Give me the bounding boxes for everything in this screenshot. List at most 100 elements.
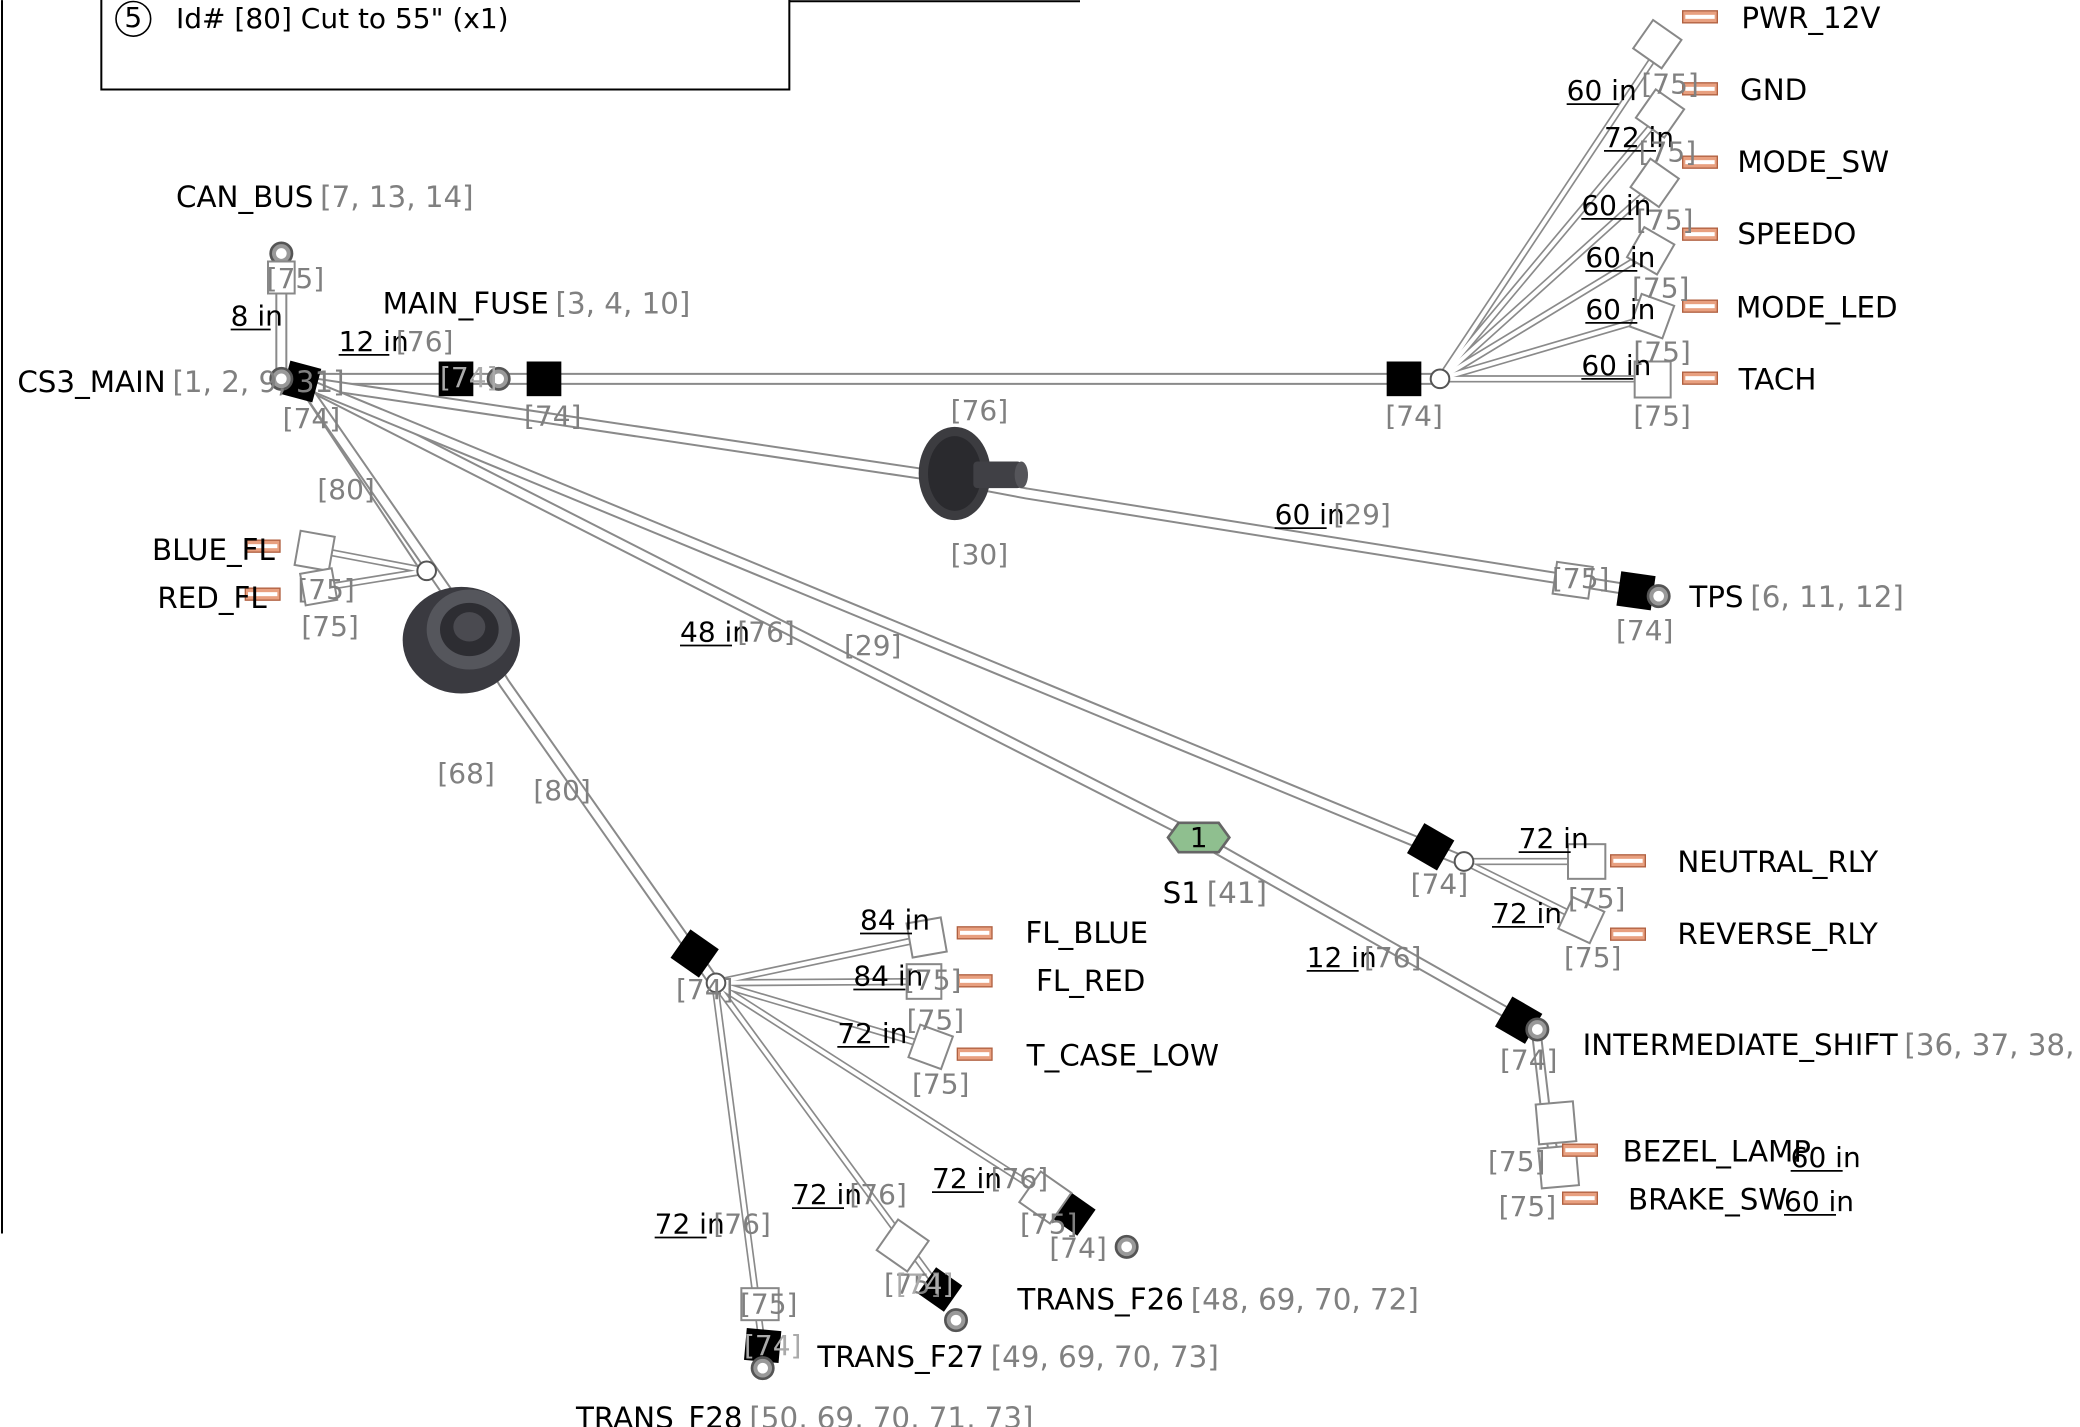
tag-gnd-75: [75] bbox=[1641, 68, 1698, 101]
tag-neutral-75: [75] bbox=[1568, 882, 1625, 915]
tag-redfl-75a: [75] bbox=[297, 573, 354, 606]
s1-splice-icon: 1 bbox=[1166, 821, 1231, 854]
tag-tach-top-75: [75] bbox=[1633, 336, 1690, 369]
length-labels: 8 in 12 in 60 in 72 in 60 in 60 in 60 in… bbox=[230, 74, 1861, 1241]
svg-text:72 in: 72 in bbox=[792, 1178, 862, 1211]
len-84in-blue: 84 in bbox=[860, 904, 930, 937]
reverse-rly-label: REVERSE_RLY bbox=[1677, 917, 1878, 951]
lower-block bbox=[670, 929, 719, 978]
copper-pins bbox=[244, 10, 1718, 1205]
tag-can-bus-75: [75] bbox=[267, 262, 324, 295]
tag-tps-29: [29] bbox=[1333, 498, 1390, 531]
junction-trunk-end bbox=[1429, 368, 1451, 390]
tag-shift-74: [74] bbox=[1500, 1044, 1557, 1077]
svg-text:60 in: 60 in bbox=[1275, 498, 1345, 531]
len-72in-tcase: 72 in bbox=[837, 1017, 907, 1050]
note-number: 5 bbox=[124, 1, 142, 34]
trans-f28-block bbox=[744, 1328, 782, 1363]
tag-tcase-75: [75] bbox=[912, 1068, 969, 1101]
trans-f26-box bbox=[1017, 1170, 1073, 1225]
len-60in-speedo: 60 in bbox=[1581, 189, 1651, 222]
svg-text:60 in: 60 in bbox=[1567, 74, 1637, 107]
svg-text:12 in: 12 in bbox=[1307, 941, 1377, 974]
tag-flred-75b: [75] bbox=[907, 1004, 964, 1037]
tag-f26-74: [74] bbox=[1049, 1232, 1106, 1265]
svg-text:84 in: 84 in bbox=[853, 960, 923, 993]
tag-48in-76: [76] bbox=[737, 616, 794, 649]
grommet-68-icon bbox=[402, 586, 520, 694]
len-72in-f26: 72 in bbox=[932, 1162, 1002, 1195]
tag-f27-75: [75] bbox=[884, 1268, 941, 1301]
red-fl-box bbox=[298, 567, 339, 607]
svg-text:12 in: 12 in bbox=[339, 325, 409, 358]
len-12in-fuse: 12 in bbox=[338, 325, 409, 358]
tps-box bbox=[1551, 560, 1594, 600]
main-fuse-block-right bbox=[526, 361, 562, 397]
tag-trunk-74: [74] bbox=[1385, 400, 1442, 433]
tag-f27-74: [74] bbox=[896, 1268, 953, 1301]
tag-tach-75: [75] bbox=[1633, 400, 1690, 433]
wires bbox=[275, 46, 1664, 1349]
len-72in-neutral: 72 in bbox=[1519, 822, 1589, 855]
trans-f27-block bbox=[917, 1267, 963, 1312]
len-8in: 8 in bbox=[230, 300, 283, 333]
trans-f27-box bbox=[875, 1218, 931, 1273]
tag-speedo-75: [75] bbox=[1636, 204, 1693, 237]
svg-text:60 in: 60 in bbox=[1784, 1185, 1854, 1218]
tag-redfl-75b: [75] bbox=[301, 610, 358, 643]
svg-text:8 in: 8 in bbox=[231, 300, 283, 333]
tag-reverse-75: [75] bbox=[1564, 941, 1621, 974]
fl-red-label: FL_RED bbox=[1036, 964, 1145, 998]
connector-labels: CAN_BUS [7, 13, 14] MAIN_FUSE [3, 4, 10]… bbox=[17, 180, 2080, 1427]
svg-text:72 in: 72 in bbox=[1492, 897, 1562, 930]
note-box: 5 Id# [80] Cut to 55" (x1) bbox=[100, 0, 1080, 91]
terminal-boxes bbox=[267, 18, 1686, 1322]
black-blocks bbox=[281, 360, 1656, 1363]
len-60in-tps: 60 in bbox=[1274, 498, 1345, 531]
main-fuse-label: MAIN_FUSE [3, 4, 10] bbox=[383, 287, 691, 321]
trans-f27-label: TRANS_F27 [49, 69, 70, 73] bbox=[816, 1340, 1218, 1374]
tag-f27-76: [76] bbox=[849, 1178, 906, 1211]
tag-tps-75: [75] bbox=[1552, 562, 1609, 595]
tag-tps-74: [74] bbox=[1616, 614, 1673, 647]
trans-f28-box bbox=[740, 1287, 780, 1322]
tach-label: TACH bbox=[1738, 363, 1817, 397]
blue-fl-label: BLUE_FL bbox=[152, 533, 276, 567]
gnd-label: GND bbox=[1740, 73, 1807, 107]
t-case-low-label: T_CASE_LOW bbox=[1026, 1039, 1219, 1073]
pwr-12v-box bbox=[1631, 18, 1683, 70]
brake-sw-label: BRAKE_SW bbox=[1628, 1183, 1787, 1217]
gnd-box bbox=[1634, 87, 1686, 140]
junction-fl bbox=[416, 560, 437, 582]
can-bus-box bbox=[267, 260, 296, 295]
svg-text:60 in: 60 in bbox=[1581, 349, 1651, 382]
tag-80-lower: [80] bbox=[533, 774, 590, 807]
trunk-end-block bbox=[1386, 361, 1422, 397]
svg-text:60 in: 60 in bbox=[1581, 189, 1651, 222]
tag-lower-74: [74] bbox=[676, 973, 733, 1006]
len-72in-f28: 72 in bbox=[654, 1208, 725, 1241]
len-60in-brake: 60 in bbox=[1784, 1185, 1854, 1218]
tag-f28-76: [76] bbox=[713, 1208, 770, 1241]
tag-f26-75: [75] bbox=[1020, 1208, 1077, 1241]
len-72in-modesw: 72 in bbox=[1604, 121, 1674, 154]
tag-grommet-76: [76] bbox=[951, 394, 1008, 427]
part-tags: [75] [76] [74] [74] [74] [74] [75] [75] … bbox=[267, 68, 1699, 1362]
svg-text:72 in: 72 in bbox=[1604, 121, 1674, 154]
tag-f26-76: [76] bbox=[991, 1162, 1048, 1195]
can-bus-label: CAN_BUS [7, 13, 14] bbox=[176, 180, 474, 214]
tag-80-upper: [80] bbox=[317, 473, 374, 506]
tag-f28-75: [75] bbox=[740, 1288, 797, 1321]
neutral-rly-box bbox=[1566, 843, 1607, 880]
pwr-12v-label: PWR_12V bbox=[1741, 1, 1880, 35]
wire-fan-top-right bbox=[1436, 46, 1664, 383]
tag-fuse-76: [76] bbox=[396, 325, 453, 358]
svg-text:72 in: 72 in bbox=[837, 1017, 907, 1050]
len-60in-modeled: 60 in bbox=[1585, 241, 1655, 274]
tag-brake-75: [75] bbox=[1499, 1190, 1556, 1223]
red-fl-label: RED_FL bbox=[157, 581, 267, 615]
mode-sw-box bbox=[1629, 157, 1681, 209]
tps-label: TPS [6, 11, 12] bbox=[1688, 580, 1903, 614]
len-48in: 48 in bbox=[680, 616, 750, 649]
